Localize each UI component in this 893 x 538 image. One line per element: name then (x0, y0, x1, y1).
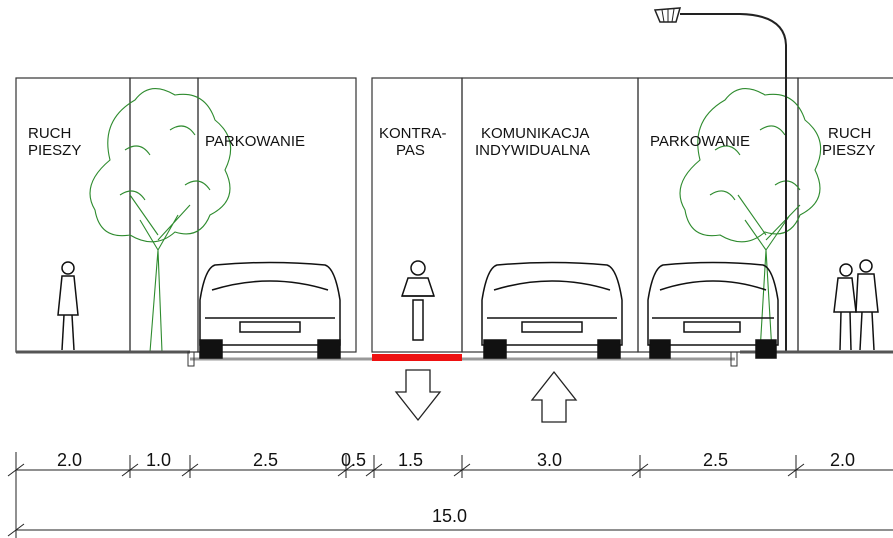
dimension-tree-strip: 1.0 (146, 450, 171, 470)
label-parkowanie-left: PARKOWANIE (205, 133, 305, 150)
panel-ruch-pieszy-left (15, 77, 131, 353)
dimension-parkowanie-left: 2.5 (253, 450, 278, 470)
label-ruch-pieszy-right: RUCH PIESZY (822, 125, 876, 159)
panel-tree-strip-left (129, 77, 199, 353)
cyclist (400, 260, 436, 341)
label-komunikacja: KOMUNIKACJA INDYWIDUALNA (475, 125, 593, 159)
arrow-up-icon (530, 370, 578, 423)
panel-kontrapas (371, 77, 463, 353)
dimension-separator: 0.5 (341, 450, 366, 470)
tree-right (679, 88, 822, 353)
panel-komunikacja (461, 77, 639, 353)
dimension-kontrapas: 1.5 (398, 450, 423, 470)
car-parked-left (199, 261, 341, 359)
car-driving (481, 261, 623, 359)
kontrapas-lane (372, 354, 462, 361)
pedestrian-left (57, 261, 79, 351)
dimension-parkowanie-right: 2.5 (703, 450, 728, 470)
dimension-pieszy-left: 2.0 (57, 450, 82, 470)
pedestrians-right (833, 259, 879, 351)
dimension-line (7, 452, 893, 538)
panel-parkowanie-left (197, 77, 357, 353)
dimension-komunikacja: 3.0 (537, 450, 562, 470)
tree-left (89, 88, 232, 353)
street-lamp-icon (653, 7, 787, 352)
label-kontrapas: KONTRA- PAS (379, 125, 451, 159)
car-parked-right (647, 261, 779, 359)
total-dimension-line (7, 523, 893, 537)
panel-ruch-pieszy-right (797, 77, 893, 353)
label-ruch-pieszy-left: RUCH PIESZY (28, 125, 81, 159)
dimension-pieszy-right: 2.0 (830, 450, 855, 470)
label-parkowanie-right: PARKOWANIE (650, 133, 750, 150)
zone-panels (15, 77, 893, 353)
total-width-label: 15.0 (432, 506, 467, 526)
arrow-down-icon (394, 369, 442, 422)
panel-parkowanie-right (637, 77, 799, 353)
ground (16, 350, 893, 367)
